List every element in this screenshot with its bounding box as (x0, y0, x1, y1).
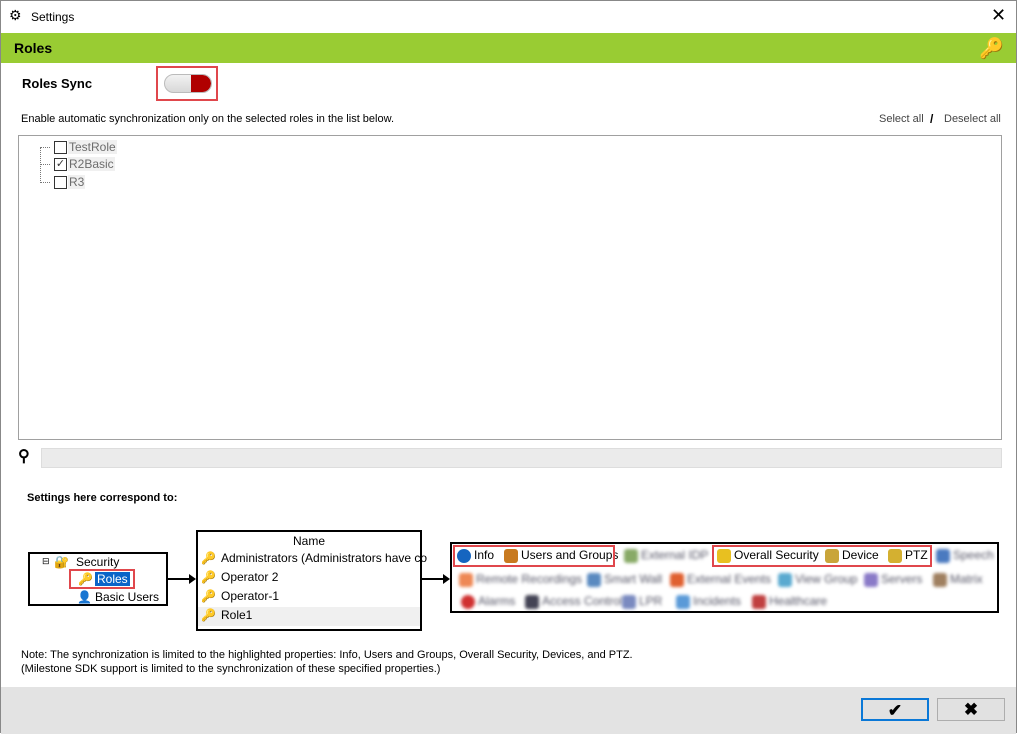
role-item[interactable]: R3 (54, 175, 86, 189)
tab-access-control: Access Control (542, 594, 623, 608)
grid-header: Name (292, 534, 325, 548)
diagram-grid: Name 🔑Administrators (Administrators hav… (196, 530, 427, 631)
search-input[interactable] (41, 448, 1002, 468)
grid-row: Operator-1 (221, 589, 280, 603)
diagram-tree: ⊟ 🔐 Security 🔑 Roles 👤 Basic Users (28, 552, 168, 606)
description-text: Enable automatic synchronization only on… (21, 113, 394, 125)
keys-icon: 🔑 (979, 38, 1004, 60)
tab-servers: Servers (881, 572, 923, 586)
tab-smart-wall: Smart Wall (604, 572, 663, 586)
roles-sync-toggle[interactable] (164, 74, 212, 93)
role-checkbox[interactable] (54, 175, 67, 189)
footer: ✔ ✖ (1, 687, 1016, 734)
tab-incidents: Incidents (693, 594, 742, 608)
tab-alarms: Alarms (478, 594, 516, 608)
tab-external-idp: External IDP (641, 548, 709, 562)
role-checkbox[interactable]: ✓ (54, 157, 67, 171)
section-title: Roles (14, 40, 53, 56)
tab-external-events: External Events (687, 572, 772, 586)
correspond-heading: Settings here correspond to: (27, 492, 178, 504)
tab-healthcare: Healthcare (769, 594, 828, 608)
role-item[interactable]: TestRole (54, 140, 117, 154)
section-header: Roles 🔑 (1, 33, 1016, 63)
security-icon: 🔐 (54, 555, 69, 569)
grid-row: Role1 (221, 608, 253, 622)
window-title: Settings (31, 10, 75, 24)
title-bar: ⚙ Settings ✕ (1, 1, 1016, 32)
grid-row: Operator 2 (221, 570, 279, 584)
toggle-highlight (156, 66, 218, 101)
roles-sync-label: Roles Sync (22, 76, 93, 91)
settings-gear-icon: ⚙ (9, 7, 22, 23)
separator: / (930, 112, 934, 126)
tab-ptz: PTZ (905, 548, 928, 562)
tab-speech: Speech (953, 548, 994, 562)
search-icon: ⚲ (18, 448, 30, 465)
close-button[interactable]: ✕ (991, 5, 1007, 25)
user-icon: 👤 (77, 590, 92, 604)
tab-lpr: LPR (639, 594, 663, 608)
tab-overall-security: Overall Security (734, 548, 819, 562)
tree-root: Security (76, 555, 120, 569)
diagram-tabs: Info Users and Groups External IDP Overa… (450, 542, 999, 613)
tab-info: Info (474, 548, 495, 562)
role-item[interactable]: ✓R2Basic (54, 157, 115, 171)
ok-button[interactable]: ✔ (861, 698, 929, 721)
tab-matrix: Matrix (950, 572, 983, 586)
tab-remote-recordings: Remote Recordings (476, 572, 583, 586)
roles-list[interactable]: TestRole ✓R2Basic R3 (18, 135, 1002, 440)
cancel-button[interactable]: ✖ (937, 698, 1005, 721)
roles-key-icon: 🔑 (78, 572, 93, 586)
tab-device: Device (842, 548, 879, 562)
grid-row: Administrators (Administrators have co (221, 551, 428, 565)
tab-users-groups: Users and Groups (521, 548, 619, 562)
tree-selected: Roles (95, 572, 130, 586)
note-line-1: Note: The synchronization is limited to … (21, 649, 633, 661)
note-line-2: (Milestone SDK support is limited to the… (21, 663, 441, 675)
role-checkbox[interactable] (54, 140, 67, 154)
tree-child: Basic Users (95, 590, 160, 604)
select-all-link[interactable]: Select all (879, 113, 924, 125)
deselect-all-link[interactable]: Deselect all (944, 113, 1001, 125)
tab-view-group: View Group (795, 572, 858, 586)
